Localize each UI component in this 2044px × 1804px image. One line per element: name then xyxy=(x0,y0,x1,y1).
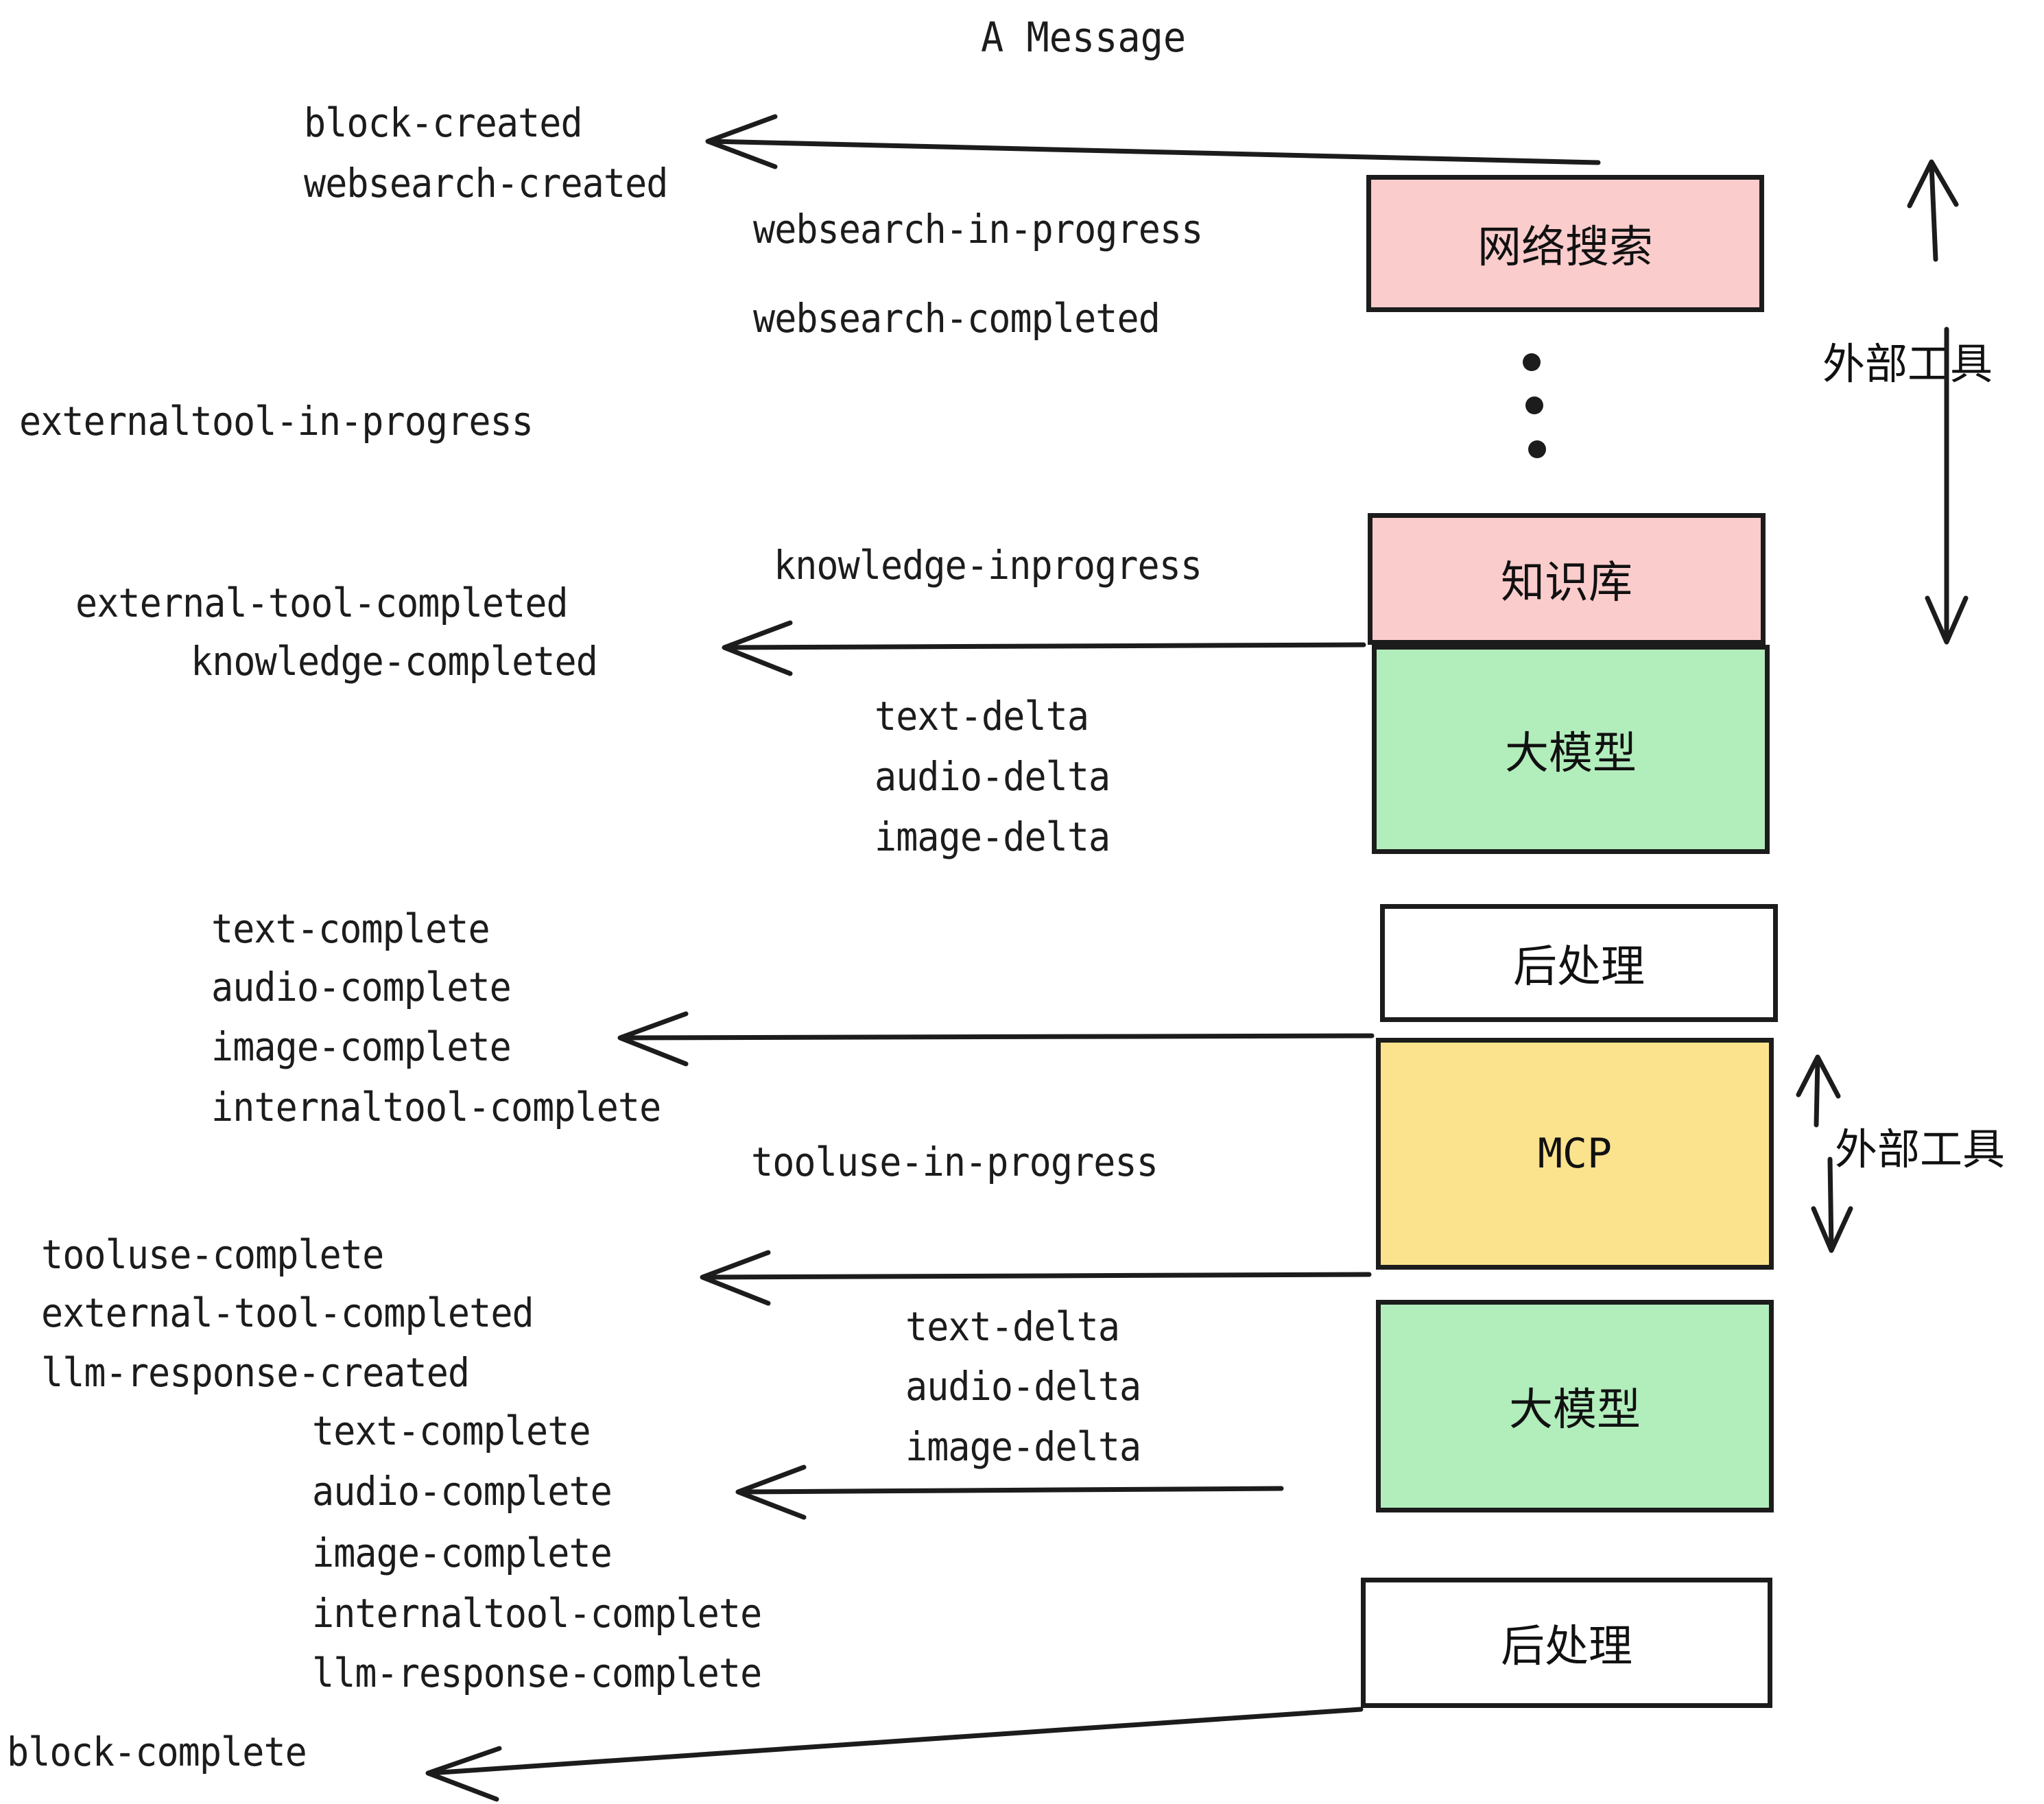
event-label-text-complete-1: text-complete xyxy=(211,905,490,952)
event-label-websearch-completed: websearch-completed xyxy=(753,295,1161,342)
event-label-image-delta-2: image-delta xyxy=(905,1423,1141,1470)
event-label-external-tool-completed-2: external-tool-completed xyxy=(41,1290,534,1336)
ellipsis-dot-2 xyxy=(1525,396,1543,414)
arrow-knowledge-to-knowledge-completed xyxy=(722,620,1366,676)
event-label-image-delta-1: image-delta xyxy=(875,814,1110,860)
event-label-websearch-created: websearch-created xyxy=(304,160,668,206)
event-label-internaltool-complete-2: internaltool-complete xyxy=(312,1590,762,1637)
event-label-text-delta-1: text-delta xyxy=(875,693,1089,739)
event-label-image-complete-1: image-complete xyxy=(211,1023,512,1070)
event-label-audio-complete-1: audio-complete xyxy=(211,964,512,1010)
event-label-audio-delta-2: audio-delta xyxy=(905,1363,1141,1410)
node-box-postprocess-1-label: 后处理 xyxy=(1513,942,1645,993)
arrow-postprocess2-to-block-complete xyxy=(425,1707,1364,1802)
event-label-image-complete-2: image-complete xyxy=(312,1530,613,1576)
group-label-external-tool-top: 外部工具 xyxy=(1822,339,1993,389)
arrow-mcp-to-tooluse-complete xyxy=(700,1250,1372,1306)
event-label-externaltool-in-progress: externaltool-in-progress xyxy=(19,398,534,444)
node-box-postprocess-2-label: 后处理 xyxy=(1501,1622,1632,1672)
event-label-audio-complete-2: audio-complete xyxy=(312,1468,613,1515)
node-box-postprocess-2[interactable]: 后处理 xyxy=(1361,1578,1772,1708)
node-box-postprocess-1[interactable]: 后处理 xyxy=(1380,904,1778,1022)
ellipsis-dot-3 xyxy=(1528,440,1546,458)
event-label-knowledge-completed: knowledge-completed xyxy=(191,638,598,685)
event-label-knowledge-inprogress: knowledge-inprogress xyxy=(774,542,1202,589)
event-label-llm-response-complete: llm-response-complete xyxy=(312,1650,762,1696)
event-label-block-created: block-created xyxy=(304,99,583,146)
event-label-text-complete-2: text-complete xyxy=(312,1408,591,1454)
event-label-audio-delta-1: audio-delta xyxy=(875,753,1110,800)
arrow-llm2-to-audio-complete xyxy=(735,1464,1284,1520)
event-label-external-tool-completed-1: external-tool-completed xyxy=(75,580,569,626)
event-label-tooluse-in-progress: tooluse-in-progress xyxy=(751,1139,1158,1185)
node-box-mcp[interactable]: MCP xyxy=(1376,1038,1774,1270)
node-box-websearch-label: 网络搜索 xyxy=(1477,222,1653,273)
node-box-llm-1-label: 大模型 xyxy=(1505,728,1637,779)
event-label-tooluse-complete: tooluse-complete xyxy=(41,1231,384,1278)
node-box-llm-1[interactable]: 大模型 xyxy=(1372,645,1770,854)
event-label-internaltool-complete-1: internaltool-complete xyxy=(211,1084,661,1130)
page-title: A Message xyxy=(981,14,1187,62)
node-box-llm-2[interactable]: 大模型 xyxy=(1376,1300,1774,1512)
node-box-knowledge-label: 知识库 xyxy=(1501,558,1632,608)
node-box-knowledge[interactable]: 知识库 xyxy=(1368,513,1766,645)
node-box-websearch[interactable]: 网络搜索 xyxy=(1366,175,1764,312)
event-label-llm-response-created: llm-response-created xyxy=(41,1349,470,1396)
group-label-external-tool-bottom: 外部工具 xyxy=(1835,1124,2006,1174)
ellipsis-dot-1 xyxy=(1523,353,1541,371)
event-label-block-complete: block-complete xyxy=(7,1729,307,1775)
group-arrow-external-tool-top xyxy=(1907,159,1969,645)
event-label-websearch-in-progress: websearch-in-progress xyxy=(753,206,1203,252)
event-label-text-delta-2: text-delta xyxy=(905,1303,1120,1350)
node-box-mcp-label: MCP xyxy=(1537,1130,1613,1178)
arrow-websearch-to-block-created xyxy=(705,114,1601,169)
node-box-llm-2-label: 大模型 xyxy=(1509,1385,1641,1436)
arrow-llm1-to-image-complete xyxy=(617,1011,1375,1067)
